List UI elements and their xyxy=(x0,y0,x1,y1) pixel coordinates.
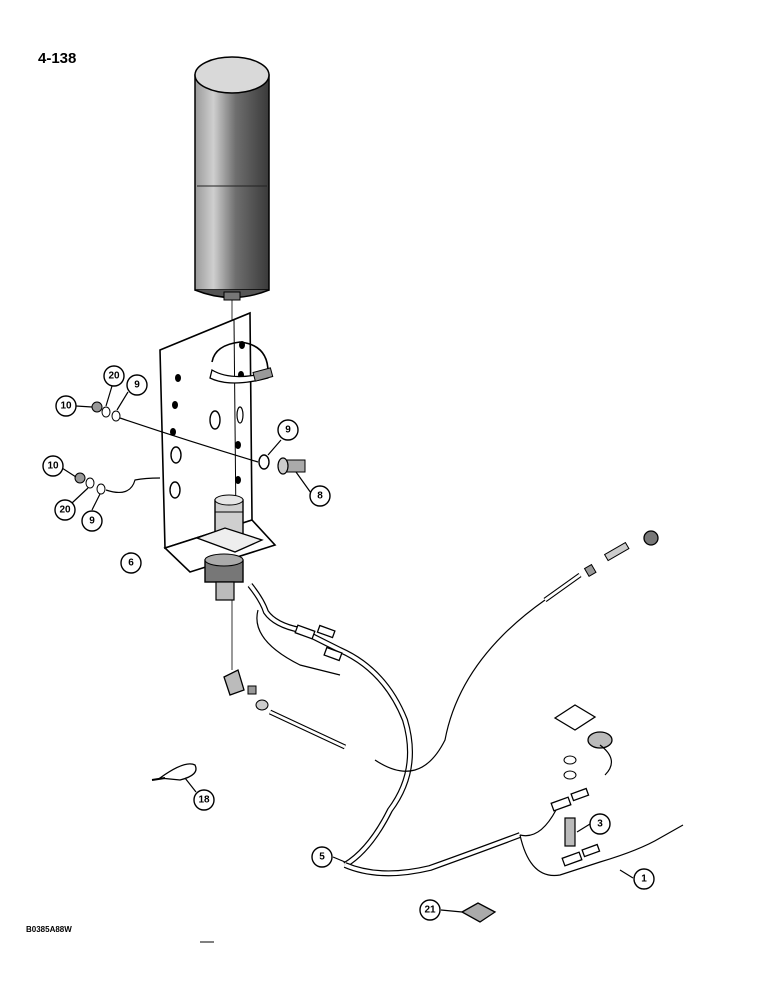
wiring-harness xyxy=(247,583,684,877)
drawing-code: B0385A88W xyxy=(26,925,72,934)
svg-text:6: 6 xyxy=(128,558,134,569)
svg-text:20: 20 xyxy=(108,371,120,382)
callout-21: 21 xyxy=(419,899,441,921)
clip xyxy=(460,902,497,923)
svg-text:8: 8 xyxy=(317,491,323,502)
callout-3: 3 xyxy=(589,813,611,835)
callout-9-right: 9 xyxy=(277,419,299,441)
callout-5: 5 xyxy=(311,846,333,868)
accumulator-cylinder xyxy=(194,56,270,301)
svg-text:10: 10 xyxy=(60,401,72,412)
callout-10-upper: 10 xyxy=(55,395,77,417)
callout-10-lower: 10 xyxy=(42,455,64,477)
svg-text:9: 9 xyxy=(134,380,140,391)
callout-8: 8 xyxy=(309,485,331,507)
svg-text:1: 1 xyxy=(641,874,647,885)
svg-text:5: 5 xyxy=(319,852,325,863)
svg-text:20: 20 xyxy=(59,505,71,516)
callout-20-upper: 20 xyxy=(103,365,125,387)
svg-text:9: 9 xyxy=(285,425,291,436)
washer-stack-upper xyxy=(91,401,121,422)
switch-clamp xyxy=(553,704,613,847)
bolt-assembly xyxy=(258,454,306,475)
callout-18: 18 xyxy=(193,789,215,811)
cable-tie xyxy=(151,763,197,781)
svg-text:9: 9 xyxy=(89,516,95,527)
hose-clamp xyxy=(209,341,274,384)
washer-stack-lower xyxy=(74,472,106,495)
svg-text:10: 10 xyxy=(47,461,59,472)
callout-6: 6 xyxy=(120,552,142,574)
callout-9-lower: 9 xyxy=(81,510,103,532)
elbow-fitting xyxy=(223,600,347,750)
svg-text:18: 18 xyxy=(198,795,210,806)
callout-9-upper: 9 xyxy=(126,374,148,396)
callout-1: 1 xyxy=(633,868,655,890)
page-number: 4-138 xyxy=(38,50,77,67)
pressure-switch xyxy=(195,494,264,601)
tube-line xyxy=(543,530,659,603)
svg-text:21: 21 xyxy=(424,905,436,916)
harness-connectors xyxy=(294,624,601,867)
callout-20-lower: 20 xyxy=(54,499,76,521)
callout-leaders xyxy=(61,385,634,913)
svg-text:3: 3 xyxy=(597,819,603,830)
